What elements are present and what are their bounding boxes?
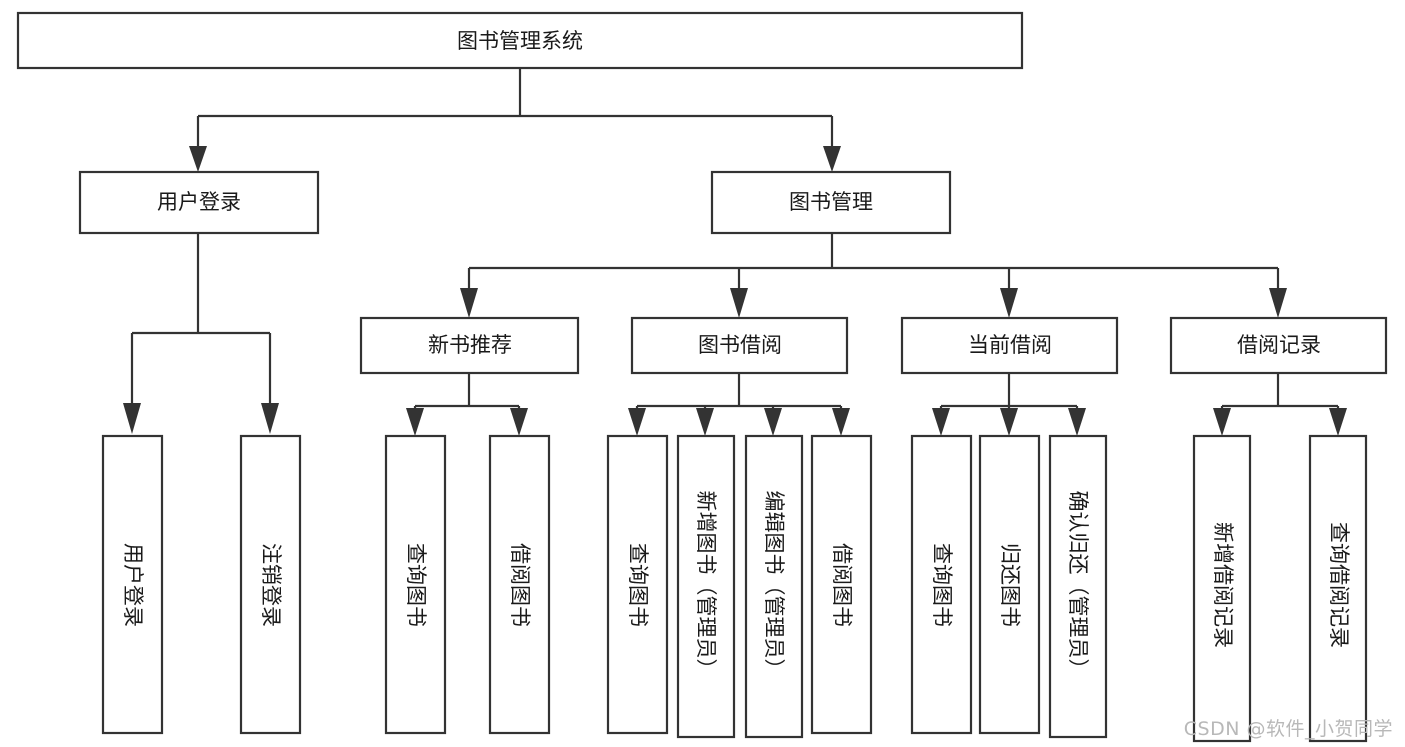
arrow-to-user-login: [189, 146, 207, 172]
node-leaf-return-book-box[interactable]: [978, 434, 1041, 735]
arrow-to-leaf-query-book-1: [406, 408, 424, 436]
arrow-to-leaf-query-record: [1329, 408, 1347, 436]
node-leaf-confirm-return[interactable]: 确认归还（管理员）: [1048, 434, 1108, 739]
node-current-borrow-box[interactable]: [900, 316, 1119, 375]
node-leaf-query-book-3[interactable]: 查询图书: [910, 434, 973, 735]
arrow-to-borrow-record: [1269, 288, 1287, 318]
node-leaf-add-book[interactable]: 新增图书（管理员）: [676, 434, 736, 739]
node-leaf-query-book-2-box[interactable]: [606, 434, 669, 735]
node-current-borrow[interactable]: 当前借阅: [900, 316, 1119, 375]
node-leaf-borrow-book-1[interactable]: 借阅图书: [488, 434, 551, 735]
node-book-manage-box[interactable]: [710, 170, 952, 235]
arrow-to-current-borrow: [1000, 288, 1018, 318]
arrow-to-leaf-confirm-return: [1068, 408, 1086, 436]
node-leaf-edit-book[interactable]: 编辑图书（管理员）: [744, 434, 804, 739]
node-user-login[interactable]: 用户登录: [78, 170, 320, 235]
node-current-borrow-label: 当前借阅: [968, 333, 1052, 357]
arrow-to-book-borrow: [730, 288, 748, 318]
arrow-to-leaf-query-book-2: [628, 408, 646, 436]
node-leaf-user-login-box[interactable]: [101, 434, 164, 735]
arrow-to-leaf-logout: [261, 403, 279, 434]
node-borrow-record[interactable]: 借阅记录: [1169, 316, 1388, 375]
node-leaf-query-book-1-label: 查询图书: [404, 543, 428, 627]
node-leaf-return-book-label: 归还图书: [998, 543, 1022, 627]
node-leaf-confirm-return-box[interactable]: [1048, 434, 1108, 739]
node-leaf-borrow-book-2-box[interactable]: [810, 434, 873, 735]
node-borrow-record-label: 借阅记录: [1237, 333, 1321, 357]
node-leaf-query-book-1[interactable]: 查询图书: [384, 434, 447, 735]
node-leaf-return-book[interactable]: 归还图书: [978, 434, 1041, 735]
node-leaf-query-record-label: 查询借阅记录: [1327, 522, 1351, 648]
arrow-to-leaf-edit-book: [764, 408, 782, 436]
node-book-borrow-box[interactable]: [630, 316, 849, 375]
arrow-to-leaf-borrow-book-2: [832, 408, 850, 436]
arrow-to-leaf-user-login: [123, 403, 141, 434]
node-user-login-box[interactable]: [78, 170, 320, 235]
arrow-to-leaf-borrow-book-1: [510, 408, 528, 436]
node-book-manage[interactable]: 图书管理: [710, 170, 952, 235]
node-leaf-borrow-book-2-label: 借阅图书: [830, 543, 854, 627]
node-leaf-user-login-label: 用户登录: [121, 543, 145, 627]
node-root[interactable]: 图书管理系统: [16, 11, 1024, 70]
node-leaf-logout-label: 注销登录: [259, 543, 283, 627]
node-leaf-borrow-book-1-box[interactable]: [488, 434, 551, 735]
node-leaf-edit-book-label: 编辑图书（管理员）: [762, 491, 786, 680]
arrow-to-book-manage: [823, 146, 841, 172]
connector-layer: [123, 68, 1347, 436]
node-new-book-rec-box[interactable]: [359, 316, 580, 375]
node-new-book-rec[interactable]: 新书推荐: [359, 316, 580, 375]
arrow-to-new-book-rec: [460, 288, 478, 318]
node-leaf-query-book-1-box[interactable]: [384, 434, 447, 735]
node-leaf-query-record[interactable]: 查询借阅记录: [1308, 434, 1368, 743]
arrow-to-leaf-add-record: [1213, 408, 1231, 436]
node-leaf-logout[interactable]: 注销登录: [239, 434, 302, 735]
node-leaf-query-record-box[interactable]: [1308, 434, 1368, 743]
node-leaf-query-book-3-box[interactable]: [910, 434, 973, 735]
node-leaf-add-record[interactable]: 新增借阅记录: [1192, 434, 1252, 743]
node-leaf-borrow-book-1-label: 借阅图书: [508, 543, 532, 627]
node-leaf-query-book-2[interactable]: 查询图书: [606, 434, 669, 735]
node-borrow-record-box[interactable]: [1169, 316, 1388, 375]
node-leaf-confirm-return-label: 确认归还（管理员）: [1066, 491, 1090, 680]
node-leaf-edit-book-box[interactable]: [744, 434, 804, 739]
node-root-label: 图书管理系统: [457, 29, 583, 53]
node-book-borrow-label: 图书借阅: [698, 333, 782, 357]
node-leaf-add-record-label: 新增借阅记录: [1211, 522, 1235, 648]
node-root-box[interactable]: [16, 11, 1024, 70]
arrow-to-leaf-add-book: [696, 408, 714, 436]
node-leaf-logout-box[interactable]: [239, 434, 302, 735]
node-leaf-borrow-book-2[interactable]: 借阅图书: [810, 434, 873, 735]
node-leaf-query-book-3-label: 查询图书: [930, 543, 954, 627]
arrow-to-leaf-query-book-3: [932, 408, 950, 436]
node-book-borrow[interactable]: 图书借阅: [630, 316, 849, 375]
node-new-book-rec-label: 新书推荐: [428, 333, 512, 357]
node-leaf-query-book-2-label: 查询图书: [626, 543, 650, 627]
node-book-manage-label: 图书管理: [789, 190, 873, 214]
node-leaf-user-login[interactable]: 用户登录: [101, 434, 164, 735]
node-leaf-add-book-box[interactable]: [676, 434, 736, 739]
node-leaf-add-record-box[interactable]: [1192, 434, 1252, 743]
node-user-login-label: 用户登录: [157, 190, 241, 214]
node-leaf-add-book-label: 新增图书（管理员）: [694, 491, 718, 680]
arrow-to-leaf-return-book: [1000, 408, 1018, 436]
